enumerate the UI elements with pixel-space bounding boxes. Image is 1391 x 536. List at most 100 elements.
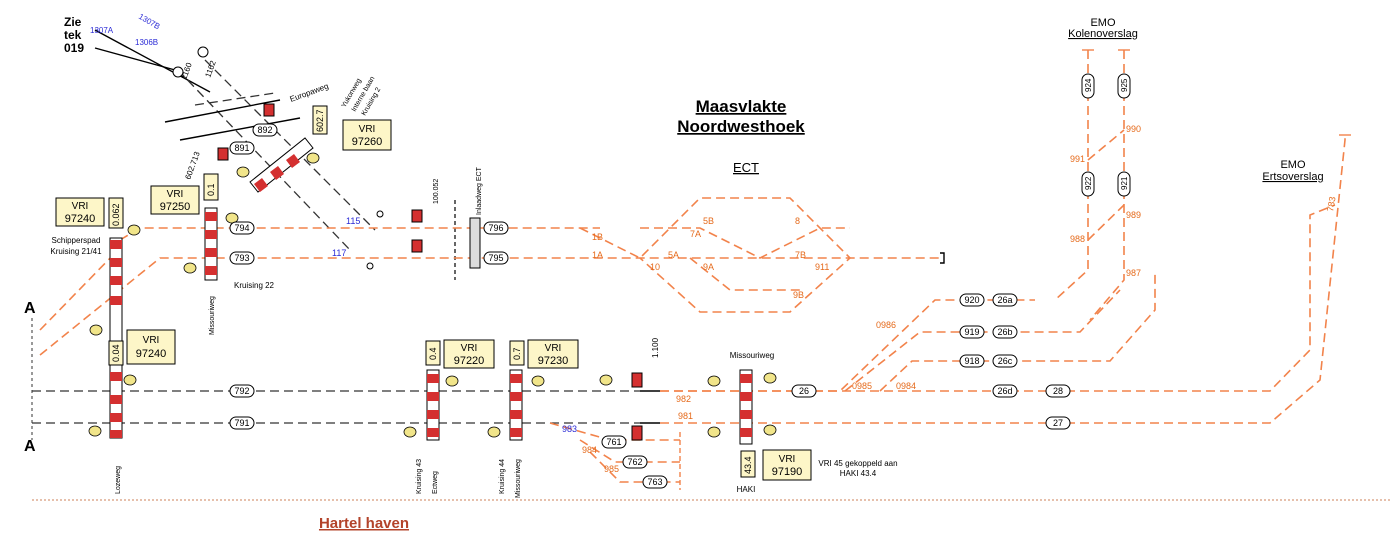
- svg-text:793: 793: [234, 253, 249, 263]
- svg-text:0984: 0984: [896, 381, 916, 391]
- label-km-100052: 100.052: [433, 179, 440, 204]
- label-kruising-43: Kruising 43: [416, 459, 423, 494]
- label-ect-inlaadweg: Inlaadweg ECT: [476, 166, 483, 215]
- svg-text:7B: 7B: [795, 250, 806, 260]
- oval-28: 28: [1045, 384, 1071, 398]
- svg-text:602.7: 602.7: [315, 109, 325, 132]
- svg-text:VRI: VRI: [779, 454, 796, 465]
- signal-red-3: [411, 209, 423, 223]
- svg-text:97230: 97230: [538, 355, 569, 367]
- label-km-602713: 602.713: [183, 150, 202, 181]
- track-diag-1: [177, 69, 351, 251]
- svg-text:0986: 0986: [876, 320, 896, 330]
- svg-text:43.4: 43.4: [743, 456, 753, 474]
- svg-text:0985: 0985: [852, 381, 872, 391]
- label-ectweg: Ectweg: [432, 471, 439, 494]
- km-sign-434: 43.4: [740, 450, 756, 478]
- svg-text:0.7: 0.7: [512, 347, 522, 360]
- track-hartel-762: [579, 439, 680, 463]
- oval-919: 919: [959, 325, 985, 339]
- svg-text:989: 989: [1126, 210, 1141, 220]
- km-sign-01: 0.1: [203, 173, 219, 201]
- label-missouriweg-44: Missouriweg: [515, 459, 522, 498]
- label-emo-erts-1: EMO: [1280, 159, 1306, 171]
- svg-text:911: 911: [815, 262, 829, 272]
- title-noordwesthoek: Noordwesthoek: [677, 117, 805, 136]
- track-orange-left-a: [39, 249, 119, 331]
- oval-26d: 26d: [992, 384, 1018, 398]
- oval-762: 762: [622, 455, 648, 469]
- label-hartel-haven: Hartel haven: [319, 515, 409, 532]
- km-sign-6027: 602.7: [312, 105, 328, 135]
- label-emo-kolen-1: EMO: [1090, 17, 1116, 29]
- svg-text:5A: 5A: [668, 250, 679, 260]
- svg-text:761: 761: [606, 437, 621, 447]
- track-emo-cross2: [1087, 204, 1125, 241]
- signal-red-5: [631, 372, 643, 388]
- label-zietek-2: tek: [64, 28, 82, 42]
- oval-924: 924: [1081, 73, 1095, 99]
- switch-labels: 1B 1A 5B 5A 7A 9A 10 8 7B 911 9B 982 981…: [582, 124, 1338, 474]
- label-kruising-44: Kruising 44: [499, 459, 506, 494]
- svg-text:924: 924: [1084, 78, 1093, 92]
- oval-26: 26: [791, 384, 817, 398]
- svg-text:VRI: VRI: [143, 335, 160, 346]
- lamp-signals: [88, 152, 777, 438]
- vri-97190: VRI 97190: [762, 449, 812, 481]
- signal-red-1: [217, 147, 229, 161]
- track-emo-right: [1089, 50, 1125, 321]
- crossing-barrier-europaweg: [249, 137, 314, 193]
- svg-text:796: 796: [488, 223, 503, 233]
- track-orange-794: [119, 227, 600, 241]
- svg-text:5B: 5B: [703, 216, 714, 226]
- svg-text:919: 919: [964, 327, 979, 337]
- signal-red-2: [263, 103, 275, 117]
- km-sign-07: 0.7: [509, 340, 525, 366]
- oval-792: 792: [229, 384, 255, 398]
- svg-text:925: 925: [1120, 78, 1129, 92]
- vri-97250: VRI 97250: [150, 185, 200, 215]
- crossing-barrier-missouriweg: [739, 369, 753, 445]
- svg-text:VRI: VRI: [72, 201, 89, 212]
- km-sign-004: 0.04: [108, 340, 124, 366]
- vri-97230: VRI 97230: [527, 339, 579, 369]
- track-europaweg-1: [164, 99, 281, 123]
- track-hartel-763: [589, 451, 680, 483]
- svg-text:28: 28: [1053, 386, 1063, 396]
- svg-text:921: 921: [1120, 176, 1129, 190]
- oval-794: 794: [229, 221, 255, 235]
- svg-text:984: 984: [582, 445, 597, 455]
- track-orange-793: [39, 257, 940, 356]
- label-1160: 1160: [179, 61, 194, 81]
- oval-791: 791: [229, 416, 255, 430]
- svg-text:9A: 9A: [703, 262, 714, 272]
- label-blue-983: 983: [562, 424, 577, 434]
- track-ovals: 792 791 793 794 795 796 891 892 920 919 …: [229, 123, 1071, 489]
- track-emo-cross: [1087, 129, 1125, 161]
- track-ect-inner: [640, 227, 850, 259]
- svg-text:795: 795: [488, 253, 503, 263]
- crossing-barrier-kruising43: [426, 369, 440, 441]
- svg-text:990: 990: [1126, 124, 1141, 134]
- vri-97220: VRI 97220: [443, 339, 495, 369]
- label-ect: ECT: [733, 160, 759, 175]
- oval-891: 891: [229, 141, 255, 155]
- svg-text:1A: 1A: [592, 250, 603, 260]
- svg-text:8: 8: [795, 216, 800, 226]
- oval-26b: 26b: [992, 325, 1018, 339]
- svg-text:10: 10: [650, 262, 660, 272]
- km-sign-0062: 0.062: [108, 197, 124, 229]
- crossing-barrier-lozeweg: [109, 237, 123, 439]
- svg-text:783: 783: [1325, 196, 1337, 213]
- oval-26a: 26a: [992, 293, 1018, 307]
- label-1306b: 1306B: [135, 38, 158, 47]
- svg-text:891: 891: [234, 143, 249, 153]
- track-end-stop: [940, 252, 945, 264]
- track-europaweg-2: [179, 117, 301, 141]
- svg-text:26b: 26b: [997, 327, 1012, 337]
- track-ect-loop: [579, 197, 852, 313]
- emo-ovals: 924 925 922 921: [1081, 73, 1131, 197]
- label-1307b: 1307B: [137, 12, 162, 31]
- svg-text:VRI: VRI: [545, 343, 562, 354]
- label-haki-434: HAKI 43.4: [840, 469, 877, 478]
